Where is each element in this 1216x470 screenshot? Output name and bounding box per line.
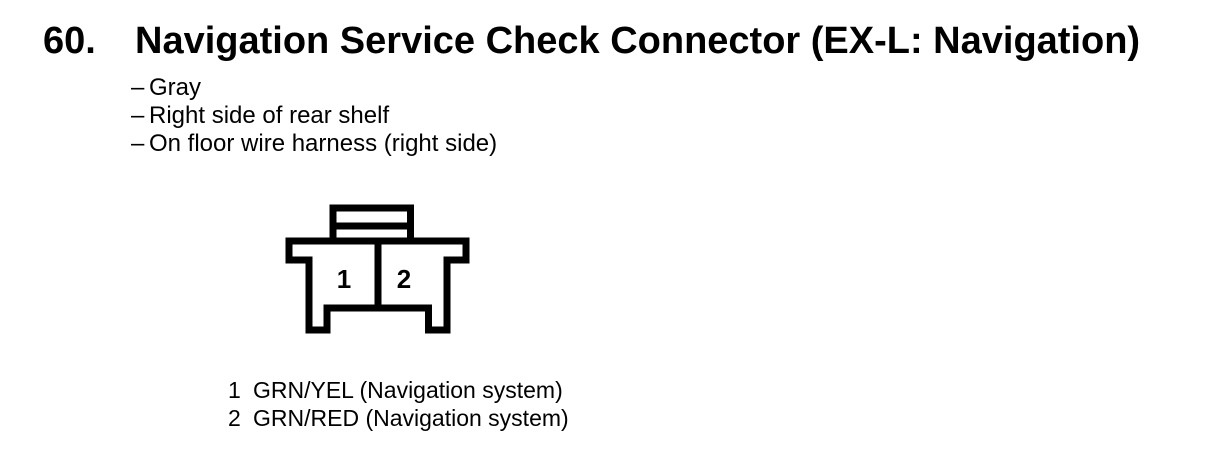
pin-2-number: 2 bbox=[397, 264, 411, 294]
legend-row: 1 GRN/YEL (Navigation system) bbox=[228, 376, 569, 404]
detail-text: On floor wire harness (right side) bbox=[149, 130, 498, 157]
section-title: Navigation Service Check Connector (EX-L… bbox=[135, 20, 1141, 62]
location-details: –Gray –Right side of rear shelf –On floo… bbox=[131, 74, 497, 158]
detail-line: –Right side of rear shelf bbox=[131, 102, 497, 130]
detail-text: Right side of rear shelf bbox=[149, 102, 390, 129]
legend-pin-label: GRN/YEL (Navigation system) bbox=[253, 377, 563, 403]
pin-legend: 1 GRN/YEL (Navigation system) 2 GRN/RED (N… bbox=[228, 376, 569, 432]
pin-1-number: 1 bbox=[337, 264, 351, 294]
legend-pin-number: 1 bbox=[228, 377, 241, 403]
connector-pinout-diagram: 1 2 bbox=[285, 204, 470, 334]
legend-pin-number: 2 bbox=[228, 405, 241, 431]
detail-line: –Gray bbox=[131, 74, 497, 102]
legend-pin-label: GRN/RED (Navigation system) bbox=[253, 405, 569, 431]
dash-bullet: – bbox=[131, 102, 145, 129]
dash-bullet: – bbox=[131, 74, 145, 101]
dash-bullet: – bbox=[131, 130, 145, 157]
detail-line: –On floor wire harness (right side) bbox=[131, 130, 497, 158]
legend-row: 2 GRN/RED (Navigation system) bbox=[228, 404, 569, 432]
section-number: 60. bbox=[43, 20, 96, 62]
detail-text: Gray bbox=[149, 74, 202, 101]
